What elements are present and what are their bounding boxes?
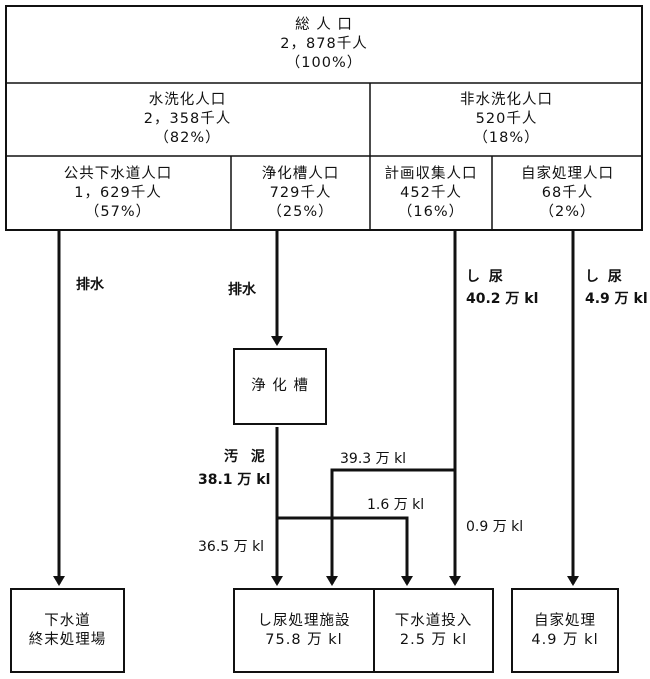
flush-population-label: 水洗化人口	[148, 92, 227, 108]
self-disposal-population-label: 自家処理人口	[521, 166, 614, 182]
flow-09-label: 0.9 万 kl	[466, 519, 524, 535]
septic-tank-box: 浄 化 槽	[233, 348, 327, 425]
night-soil-label-2: し 尿	[585, 269, 624, 285]
night-soil-amount-1: 40.2 万 kl	[466, 291, 539, 307]
total-population-cell: 総 人 口 2，878千人 （100%）	[5, 5, 643, 83]
sewer-population-cell: 公共下水道人口 1，629千人 （57%）	[5, 156, 231, 231]
nonflush-population-value: 520千人	[475, 111, 538, 127]
sewer-input-amount: 2.5 万 kl	[399, 631, 468, 648]
population-table	[5, 5, 643, 231]
sewer-plant-line2: 終末処理場	[28, 631, 107, 648]
sewer-input-label: 下水道投入	[394, 612, 473, 629]
planned-collection-population-pct: （16%）	[397, 204, 465, 220]
septic-population-label: 浄化槽人口	[261, 166, 340, 182]
self-disposal-population-pct: （2%）	[539, 204, 596, 220]
nonflush-population-cell: 非水洗化人口 520千人 （18%）	[370, 83, 643, 156]
flush-population-cell: 水洗化人口 2，358千人 （82%）	[5, 83, 370, 156]
self-disposal-amount: 4.9 万 kl	[531, 631, 599, 648]
night-soil-facility-box: し尿処理施設 75.8 万 kl	[233, 588, 375, 673]
night-soil-to-facility-branch	[326, 468, 455, 586]
septic-population-pct: （25%）	[267, 204, 334, 220]
total-population-pct: （100%）	[285, 54, 363, 71]
sludge-label: 汚 泥	[224, 449, 269, 465]
drain-label-1: 排水	[76, 277, 104, 293]
sewer-population-pct: （57%）	[84, 204, 152, 220]
self-disposal-box: 自家処理 4.9 万 kl	[511, 588, 619, 673]
sewer-population-value: 1，629千人	[74, 185, 162, 201]
septic-population-value: 729千人	[269, 185, 332, 201]
septic-tank-label: 浄 化 槽	[251, 378, 309, 394]
total-population-value: 2，878千人	[280, 35, 368, 52]
night-soil-facility-label: し尿処理施設	[257, 612, 351, 629]
planned-collection-population-cell: 計画収集人口 452千人 （16%）	[370, 156, 492, 231]
self-disposal-population-cell: 自家処理人口 68千人 （2%）	[492, 156, 643, 231]
nonflush-population-label: 非水洗化人口	[460, 92, 553, 108]
sludge-amount: 38.1 万 kl	[198, 472, 271, 488]
drain-label-2: 排水	[228, 282, 256, 298]
sewer-population-label: 公共下水道人口	[63, 166, 173, 182]
sewer-treatment-plant-box: 下水道 終末処理場	[10, 588, 125, 673]
sewer-input-box: 下水道投入 2.5 万 kl	[373, 588, 494, 673]
self-disposal-label: 自家処理	[534, 612, 596, 629]
flush-population-value: 2，358千人	[143, 111, 232, 127]
night-soil-label-1: し 尿	[466, 269, 505, 285]
septic-population-cell: 浄化槽人口 729千人 （25%）	[231, 156, 370, 231]
night-soil-facility-amount: 75.8 万 kl	[265, 631, 343, 648]
night-soil-amount-2: 4.9 万 kl	[585, 291, 648, 307]
sludge-to-sewer-branch	[277, 516, 413, 586]
self-disposal-population-value: 68千人	[541, 185, 594, 201]
planned-collection-population-label: 計画収集人口	[384, 166, 478, 182]
total-population-label: 総 人 口	[295, 16, 353, 33]
sewer-plant-line1: 下水道	[44, 612, 91, 629]
flow-365-label: 36.5 万 kl	[198, 539, 265, 555]
planned-collection-population-value: 452千人	[400, 185, 462, 201]
nonflush-population-pct: （18%）	[473, 130, 540, 146]
flush-population-pct: （82%）	[154, 130, 221, 146]
flow-393-label: 39.3 万 kl	[340, 451, 407, 467]
flow-16-label: 1.6 万 kl	[367, 497, 425, 513]
